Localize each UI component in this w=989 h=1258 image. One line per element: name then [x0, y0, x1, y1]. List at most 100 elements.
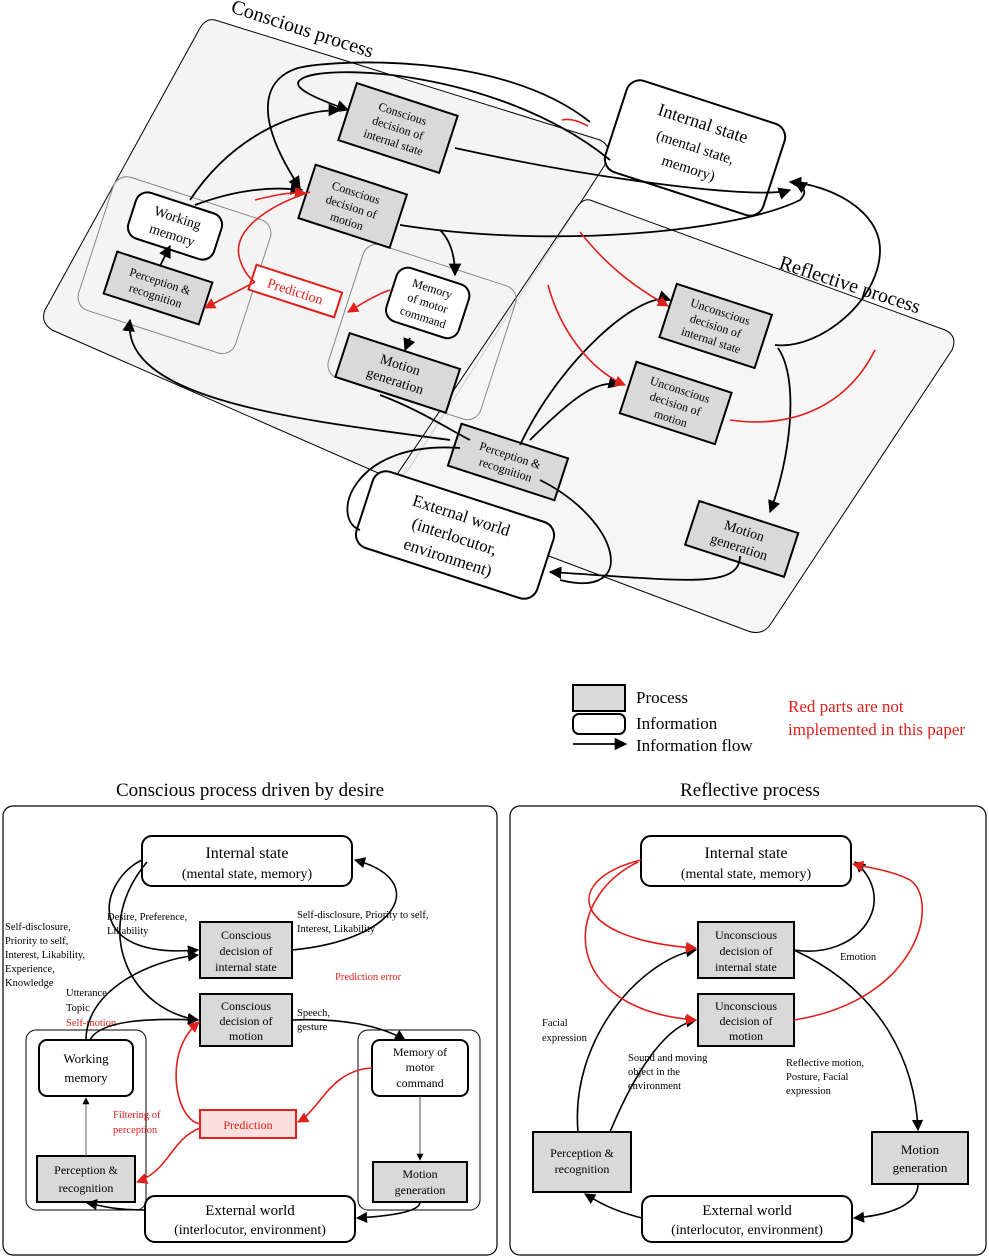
br-black-flows [576, 861, 924, 1223]
svg-text:Internal state: Internal state [205, 845, 288, 862]
svg-text:motion: motion [729, 1029, 763, 1043]
br-perception-node: Perception & recognition [532, 1131, 632, 1193]
svg-text:Posture, Facial: Posture, Facial [786, 1072, 848, 1083]
br-labels: Emotion Facial expression Sound and movi… [542, 952, 877, 1097]
br-internal-state-node: Internal state (mental state, memory) [640, 835, 852, 887]
svg-text:Perception &: Perception & [54, 1163, 118, 1177]
legend-information-label: Information [636, 714, 718, 733]
br-unconscious-decision-internal-node: Unconscious decision of internal state [697, 921, 795, 979]
svg-text:internal state: internal state [715, 960, 777, 974]
svg-text:Desire, Preference,: Desire, Preference, [107, 912, 187, 923]
svg-text:(interlocutor, environment): (interlocutor, environment) [671, 1223, 823, 1238]
svg-text:recognition: recognition [555, 1162, 610, 1176]
svg-text:generation: generation [893, 1160, 948, 1175]
bl-conscious-decision-internal-node: Conscious decision of internal state [199, 921, 293, 979]
svg-text:Filtering of: Filtering of [113, 1110, 161, 1121]
top-memory-motor-node: Memory of motor command [385, 266, 471, 340]
svg-text:Motion: Motion [901, 1142, 940, 1157]
legend-information-swatch [572, 713, 626, 735]
svg-text:External world: External world [702, 1203, 792, 1219]
svg-text:decision of: decision of [720, 1014, 773, 1028]
br-red-flows [584, 859, 923, 1025]
top-conscious-decision-motion-node: Conscious decision of motion [297, 163, 409, 249]
svg-text:motor: motor [406, 1060, 435, 1074]
svg-text:Prediction error: Prediction error [335, 972, 402, 983]
svg-text:Interest, Likability: Interest, Likability [297, 924, 376, 935]
svg-text:Sound and moving: Sound and moving [628, 1053, 708, 1064]
bottom-left-title: Conscious process driven by desire [116, 780, 384, 801]
svg-text:Conscious: Conscious [221, 928, 271, 942]
bl-labels: Self-disclosure, Priority to self, Inter… [5, 910, 429, 1136]
svg-text:decision of: decision of [720, 944, 773, 958]
svg-text:motion: motion [229, 1029, 263, 1043]
bl-working-memory-node: Working memory [38, 1039, 134, 1097]
svg-text:Unconscious: Unconscious [715, 999, 777, 1013]
bl-external-world-node: External world (interlocutor, environmen… [144, 1195, 356, 1243]
svg-text:Priority to self,: Priority to self, [5, 936, 68, 947]
br-motion-generation-node: Motion generation [871, 1131, 969, 1185]
top-perception-node: Perception & recognition [102, 250, 214, 326]
top-reflective-perception-node: Perception & recognition [446, 422, 570, 502]
bottom-right-title: Reflective process [680, 780, 820, 801]
br-unconscious-decision-motion-node: Unconscious decision of motion [697, 993, 795, 1047]
top-diagram: Conscious process Reflective process Int… [43, 0, 955, 633]
bl-internal-state-node: Internal state (mental state, memory) [141, 835, 353, 887]
svg-text:Self-disclosure,: Self-disclosure, [5, 922, 71, 933]
svg-text:Memory of: Memory of [393, 1045, 447, 1059]
legend-flow-label: Information flow [636, 736, 753, 755]
svg-text:command: command [396, 1076, 443, 1090]
svg-text:Interest, Likability,: Interest, Likability, [5, 950, 85, 961]
svg-text:Topic: Topic [66, 1003, 90, 1014]
svg-text:memory: memory [64, 1070, 108, 1085]
br-external-world-node: External world (interlocutor, environmen… [641, 1195, 853, 1243]
svg-text:Knowledge: Knowledge [5, 978, 54, 989]
svg-text:Likability: Likability [107, 926, 149, 937]
svg-text:Self-disclosure, Priority to s: Self-disclosure, Priority to self, [297, 910, 429, 921]
bl-motor-group [357, 1029, 481, 1211]
svg-text:Perception &: Perception & [550, 1146, 614, 1160]
svg-text:Self-motion: Self-motion [66, 1018, 117, 1029]
legend: Process Information Information flow Red… [572, 684, 965, 755]
bl-motion-generation-node: Motion generation [372, 1161, 468, 1203]
svg-text:Prediction: Prediction [223, 1118, 272, 1132]
svg-text:expression: expression [786, 1086, 832, 1097]
svg-text:Facial: Facial [542, 1018, 568, 1029]
top-red-flows [204, 118, 876, 423]
bl-conscious-decision-motion-node: Conscious decision of motion [199, 993, 293, 1047]
svg-text:Speech,: Speech, [297, 1008, 330, 1019]
svg-text:decision of: decision of [220, 944, 273, 958]
bottom-right-panel: Reflective process Internal state (menta… [509, 780, 987, 1256]
svg-text:expression: expression [542, 1033, 588, 1044]
top-conscious-decision-internal-node: Conscious decision of internal state [337, 81, 459, 175]
bl-black-flows [82, 857, 424, 1223]
svg-text:gesture: gesture [297, 1022, 328, 1033]
svg-text:decision of: decision of [220, 1014, 273, 1028]
bl-memory-motor-node: Memory of motor command [371, 1039, 469, 1097]
svg-text:internal state: internal state [215, 960, 277, 974]
svg-text:Internal state: Internal state [704, 845, 787, 862]
svg-text:Reflective motion,: Reflective motion, [786, 1058, 864, 1069]
svg-text:Motion: Motion [402, 1167, 437, 1181]
svg-text:(mental state, memory): (mental state, memory) [182, 867, 313, 882]
svg-text:Emotion: Emotion [840, 952, 877, 963]
legend-process-label: Process [636, 688, 688, 707]
svg-text:External world: External world [205, 1203, 295, 1219]
svg-text:perception: perception [113, 1125, 158, 1136]
svg-text:Utterance: Utterance [66, 988, 107, 999]
svg-text:Working: Working [63, 1051, 109, 1066]
svg-text:(interlocutor, environment): (interlocutor, environment) [174, 1223, 326, 1238]
bl-perception-node: Perception & recognition [36, 1155, 136, 1203]
svg-text:Unconscious: Unconscious [715, 928, 777, 942]
legend-note-line1: Red parts are not [788, 697, 904, 716]
bottom-left-panel: Conscious process driven by desire Inter… [2, 780, 498, 1256]
top-working-memory-node: Working memory [126, 191, 224, 261]
top-internal-state-node: Internal state (mental state, memory) [603, 79, 787, 217]
legend-note-line2: implemented in this paper [788, 720, 965, 739]
svg-text:recognition: recognition [59, 1181, 114, 1195]
svg-text:environment: environment [628, 1081, 681, 1092]
svg-text:object in the: object in the [628, 1067, 680, 1078]
svg-text:generation: generation [395, 1183, 446, 1197]
legend-process-swatch [572, 684, 626, 712]
svg-text:Experience,: Experience, [5, 964, 55, 975]
